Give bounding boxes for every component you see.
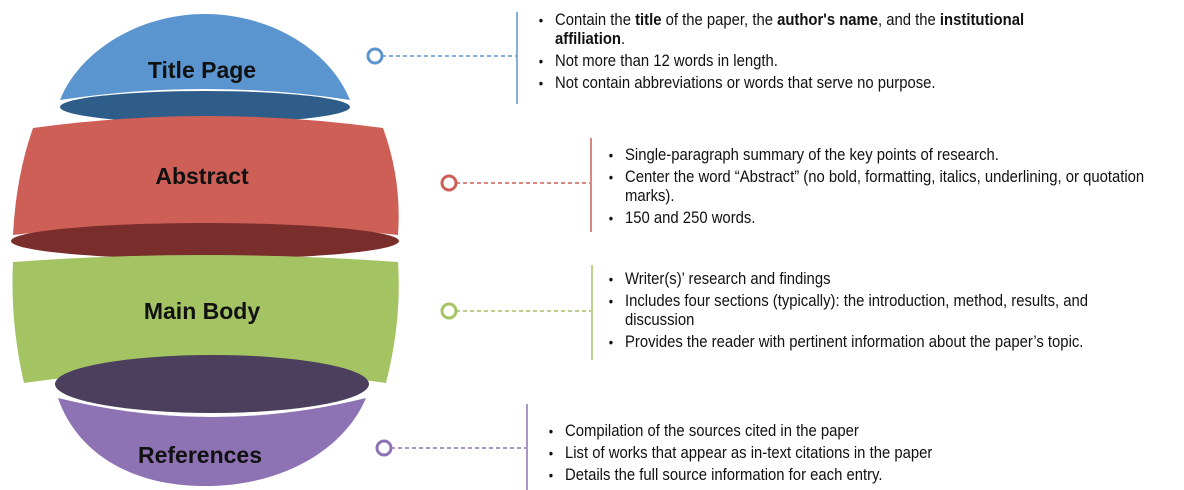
title-page-description: Contain the title of the paper, the auth… xyxy=(537,11,1064,96)
bullet-text: Details the full source information for … xyxy=(565,466,883,484)
bullet-text: of the paper, the xyxy=(661,11,778,29)
title-page-bullet-1: Contain the title of the paper, the auth… xyxy=(537,11,1064,49)
references-segment: References xyxy=(58,398,366,486)
bold-term: title xyxy=(635,11,662,29)
bullet-text: Provides the reader with pertinent infor… xyxy=(625,333,1084,351)
references-connector-dot xyxy=(375,439,393,457)
bullet-text: , and the xyxy=(878,11,940,29)
abstract-bullet-2: Center the word “Abstract” (no bold, for… xyxy=(607,168,1165,206)
bullet-text: List of works that appear as in-text cit… xyxy=(565,444,933,462)
references-bullet-2: List of works that appear as in-text cit… xyxy=(547,444,1015,463)
title-page-bullet-3: Not contain abbreviations or words that … xyxy=(537,74,1064,93)
bullet-text: Not more than 12 words in length. xyxy=(555,52,778,70)
bullet-text: Not contain abbreviations or words that … xyxy=(555,74,936,92)
bullet-text: Compilation of the sources cited in the … xyxy=(565,422,859,440)
abstract-segment: Abstract xyxy=(11,116,399,259)
abstract-connector xyxy=(440,138,592,232)
abstract-label: Abstract xyxy=(155,163,249,189)
title-page-label: Title Page xyxy=(148,57,256,83)
bullet-text: Center the word “Abstract” (no bold, for… xyxy=(625,168,1145,205)
main-body-underside xyxy=(55,355,369,413)
main-body-band xyxy=(12,255,399,383)
abstract-connector-dot xyxy=(440,174,458,192)
main-body-bullet-3: Provides the reader with pertinent infor… xyxy=(607,333,1147,352)
main-body-connector xyxy=(440,265,593,360)
bullet-text: 150 and 250 words. xyxy=(625,209,756,227)
main-body-bullet-1: Writer(s)’ research and findings xyxy=(607,270,1147,289)
abstract-description: Single-paragraph summary of the key poin… xyxy=(607,146,1165,231)
abstract-band xyxy=(13,116,399,235)
references-bowl xyxy=(58,398,366,486)
main-body-bullet-2: Includes four sections (typically): the … xyxy=(607,292,1147,330)
bullet-text: Single-paragraph summary of the key poin… xyxy=(625,146,999,164)
bullet-text: Contain the xyxy=(555,11,636,29)
references-bullet-1: Compilation of the sources cited in the … xyxy=(547,422,1015,441)
title-page-cap xyxy=(60,14,350,100)
title-page-segment: Title Page xyxy=(60,14,350,123)
main-body-segment: Main Body xyxy=(12,255,399,413)
main-body-connector-dot xyxy=(440,302,458,320)
bullet-text: Includes four sections (typically): the … xyxy=(625,292,1089,329)
references-bullet-3: Details the full source information for … xyxy=(547,466,1015,485)
abstract-bullet-1: Single-paragraph summary of the key poin… xyxy=(607,146,1165,165)
abstract-bullet-3: 150 and 250 words. xyxy=(607,209,1165,228)
references-description: Compilation of the sources cited in the … xyxy=(547,422,1015,488)
bold-term: institutional affiliation xyxy=(555,11,1025,48)
references-connector xyxy=(375,404,528,490)
references-label: References xyxy=(138,442,262,468)
bold-term: author's name xyxy=(777,11,879,29)
title-page-underside xyxy=(60,91,350,123)
title-connector xyxy=(366,12,518,104)
main-body-label: Main Body xyxy=(144,298,260,324)
bullet-text: . xyxy=(621,30,626,48)
title-page-bullet-2: Not more than 12 words in length. xyxy=(537,52,1064,71)
title-connector-dot xyxy=(366,47,384,65)
bullet-text: Writer(s)’ research and findings xyxy=(625,270,831,288)
main-body-description: Writer(s)’ research and findingsIncludes… xyxy=(607,270,1147,355)
abstract-underside xyxy=(11,223,399,259)
